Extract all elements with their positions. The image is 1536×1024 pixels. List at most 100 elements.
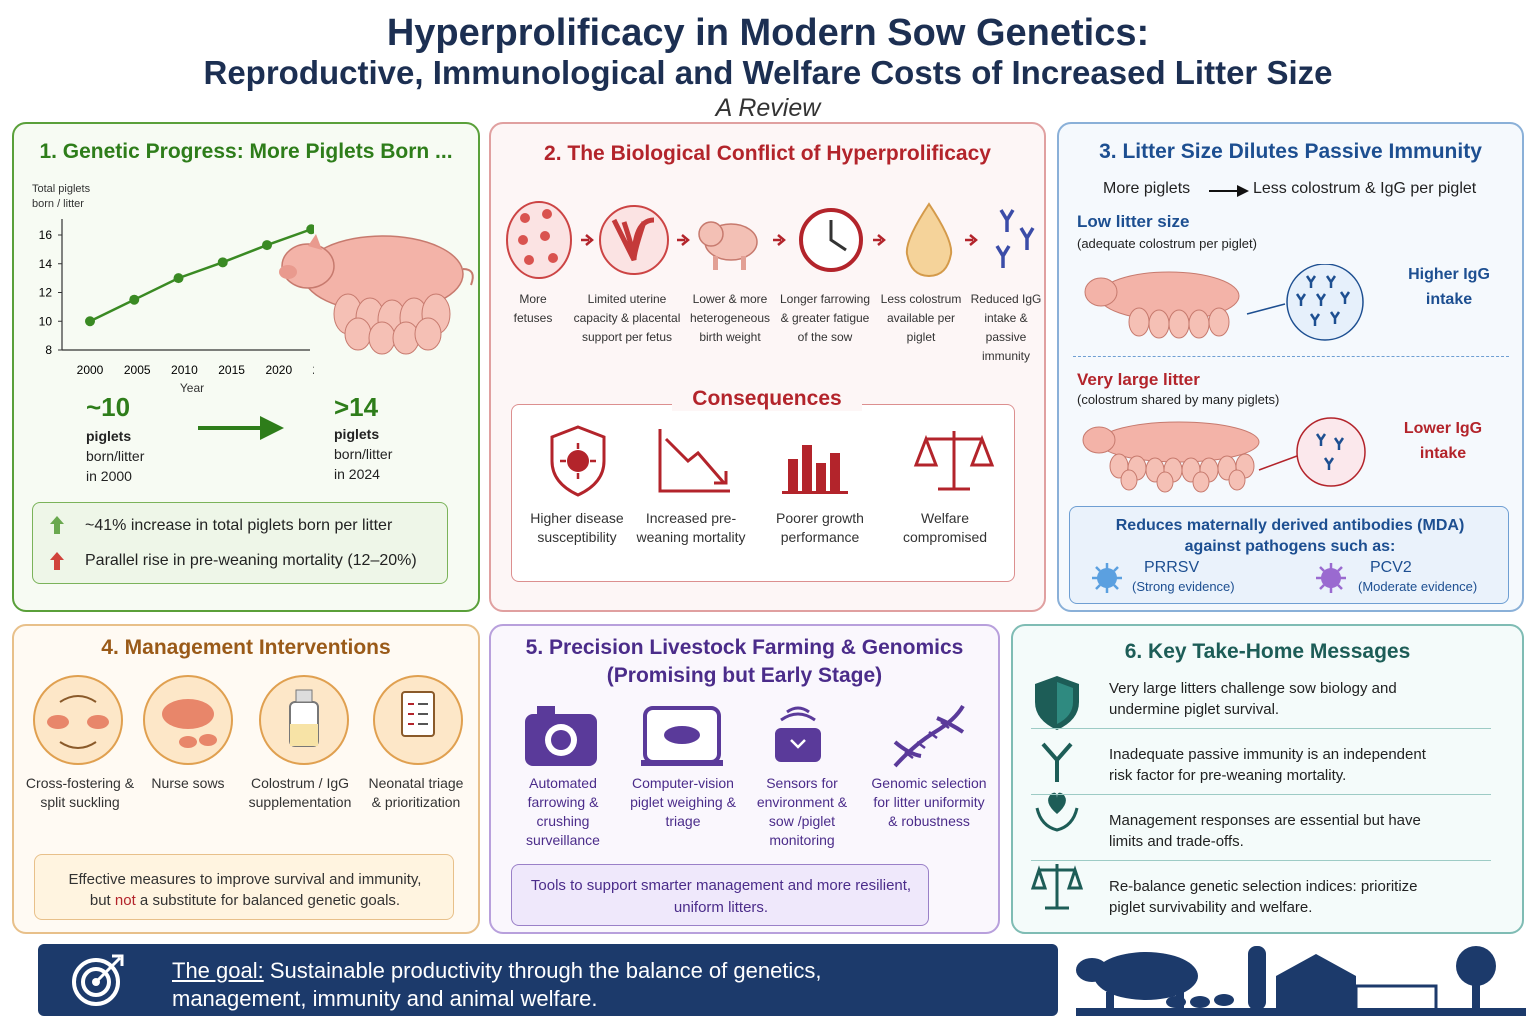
panel-1-notes: ~41% increase in total piglets born per … — [32, 502, 448, 584]
dna-icon — [893, 704, 965, 768]
divider — [1031, 860, 1491, 861]
stat-after-l3: in 2024 — [334, 466, 380, 482]
large-litter-title: Very large litter — [1077, 370, 1200, 389]
chart-ylabel-2: born / litter — [32, 198, 84, 210]
low-litter-result: Higher IgG intake — [1408, 266, 1490, 308]
panel-passive-immunity: 3. Litter Size Dilutes Passive Immunity … — [1057, 122, 1524, 612]
heart-hands-icon — [1035, 792, 1079, 832]
panel-biological-conflict: 2. The Biological Conflict of Hyperproli… — [489, 122, 1046, 612]
management-icons-row — [33, 675, 463, 765]
arrow-right-icon — [1209, 185, 1249, 197]
goal-label: The goal: — [172, 958, 264, 983]
y-tick-label: 10 — [39, 314, 53, 328]
note-increase: ~41% increase in total piglets born per … — [85, 517, 393, 534]
scales-icon — [1031, 864, 1084, 910]
step-label-3: Lower & more heterogeneous birth weight — [689, 292, 771, 344]
panel-precision-farming: 5. Precision Livestock Farming & Genomic… — [489, 624, 1000, 934]
stat-after-l1: piglets — [334, 426, 380, 442]
data-point — [217, 257, 228, 268]
shield-icon — [1035, 676, 1079, 730]
scale-tablet-icon — [641, 706, 723, 766]
consequence-1: Higher disease susceptibility — [530, 510, 624, 545]
farm-silhouette — [1076, 946, 1526, 1016]
prrsv-virus-icon — [1092, 563, 1122, 593]
data-point — [85, 316, 95, 327]
mda-text: Reduces maternally derived antibodies (M… — [1115, 517, 1465, 555]
step-label-4: Longer farrowing & greater fatigue of th… — [779, 292, 871, 344]
panel-5-subtitle: (Promising but Early Stage) — [606, 664, 883, 687]
low-litter-title: Low litter size — [1077, 212, 1190, 231]
precision-1: Automated farrowing & crushing surveilla… — [526, 775, 600, 848]
step-label-2: Limited uterine capacity & placental sup… — [573, 292, 681, 344]
stat-before-value: ~10 — [86, 392, 131, 422]
panel-take-home: 6. Key Take-Home Messages Very large lit… — [1011, 624, 1524, 934]
pathogen-1-name: PRRSV — [1144, 559, 1200, 576]
take-home-3: Management responses are essential but h… — [1109, 812, 1421, 850]
take-home-4: Re-balance genetic selection indices: pr… — [1109, 878, 1418, 916]
clipboard-icon — [373, 675, 463, 765]
y-tick-label: 16 — [39, 228, 53, 242]
chart-xlabel: Year — [180, 381, 204, 395]
management-note: Effective measures to improve survival a… — [34, 854, 454, 920]
up-arrow-red-icon — [50, 552, 64, 570]
y-tick-label: 12 — [39, 286, 53, 300]
management-4: Neonatal triage & prioritization — [368, 775, 464, 810]
pathogen-2-evidence: (Moderate evidence) — [1358, 579, 1478, 594]
precision-note-text: Tools to support smarter management and … — [530, 877, 912, 916]
precision-4: Genomic selection for litter uniformity … — [871, 775, 987, 829]
more-piglets-text: More piglets — [1103, 180, 1191, 197]
camera-icon — [525, 706, 597, 766]
divider — [1031, 794, 1491, 795]
take-home-2: Inadequate passive immunity is an indepe… — [1109, 746, 1426, 784]
panel-5-title: 5. Precision Livestock Farming & Genomic… — [525, 636, 964, 659]
antibody-icon — [1041, 742, 1073, 782]
declining-chart-icon — [658, 429, 730, 493]
x-tick-label: 2010 — [171, 363, 198, 377]
consequence-2: Increased pre-weaning mortality — [636, 510, 746, 545]
management-note-line1: Effective measures to improve survival a… — [68, 871, 422, 888]
scales-icon — [913, 431, 995, 491]
panel-1-title: 1. Genetic Progress: More Piglets Born .… — [39, 140, 453, 163]
x-tick-label: 2015 — [218, 363, 245, 377]
y-tick-label: 8 — [45, 343, 52, 357]
management-note-not: not — [114, 892, 136, 909]
precision-icons-row — [525, 704, 965, 768]
panel-6-title: 6. Key Take-Home Messages — [1124, 640, 1411, 663]
clock-icon — [799, 208, 863, 272]
divider — [1031, 728, 1491, 729]
data-point — [129, 294, 140, 305]
stat-before-l1: piglets — [86, 428, 132, 444]
large-litter-illustration — [1082, 417, 1366, 493]
antibody-icon — [995, 209, 1035, 268]
data-point — [306, 224, 314, 235]
pathogen-2-name: PCV2 — [1370, 559, 1412, 576]
stat-after-l2: born/litter — [334, 446, 393, 462]
main-title: Hyperprolificacy in Modern Sow Genetics: — [386, 12, 1150, 54]
panel-management: 4. Management Interventions Cross-foster… — [12, 624, 480, 934]
management-2: Nurse sows — [151, 775, 225, 791]
up-arrow-green-icon — [50, 516, 64, 534]
x-tick-label: 2020 — [265, 363, 292, 377]
pathogen-1-evidence: (Strong evidence) — [1132, 579, 1235, 594]
litter-size-chart: Total piglets born / litter 161412108200… — [32, 183, 314, 395]
target-icon — [72, 954, 124, 1006]
consequences-box: Consequences Higher disease susceptibili… — [511, 387, 1015, 582]
management-3: Colostrum / IgG supplementation — [248, 775, 352, 810]
x-tick-label: 2000 — [77, 363, 104, 377]
step-label-6: Reduced IgG intake & passive immunity — [970, 292, 1042, 363]
main-title-line2: Reproductive, Immunological and Welfare … — [203, 54, 1333, 91]
less-colostrum-text: Less colostrum & IgG per piglet — [1253, 180, 1477, 197]
nurse-sow-icon — [143, 675, 233, 765]
management-note-rest: a substitute for balanced genetic goals. — [135, 892, 401, 909]
virus-shield-icon — [550, 425, 606, 497]
colostrum-drop-icon — [905, 202, 953, 278]
note-mortality: Parallel rise in pre-weaning mortality (… — [85, 552, 417, 569]
cross-fostering-icon — [33, 675, 123, 765]
chart-ylabel-1: Total piglets — [32, 183, 91, 195]
uterus-icon — [599, 205, 669, 275]
arrow-right-icon — [198, 416, 284, 440]
bottle-icon — [259, 675, 349, 765]
piglet-icon — [698, 221, 758, 270]
x-tick-label: 2024 — [313, 363, 314, 377]
data-point — [262, 240, 272, 251]
